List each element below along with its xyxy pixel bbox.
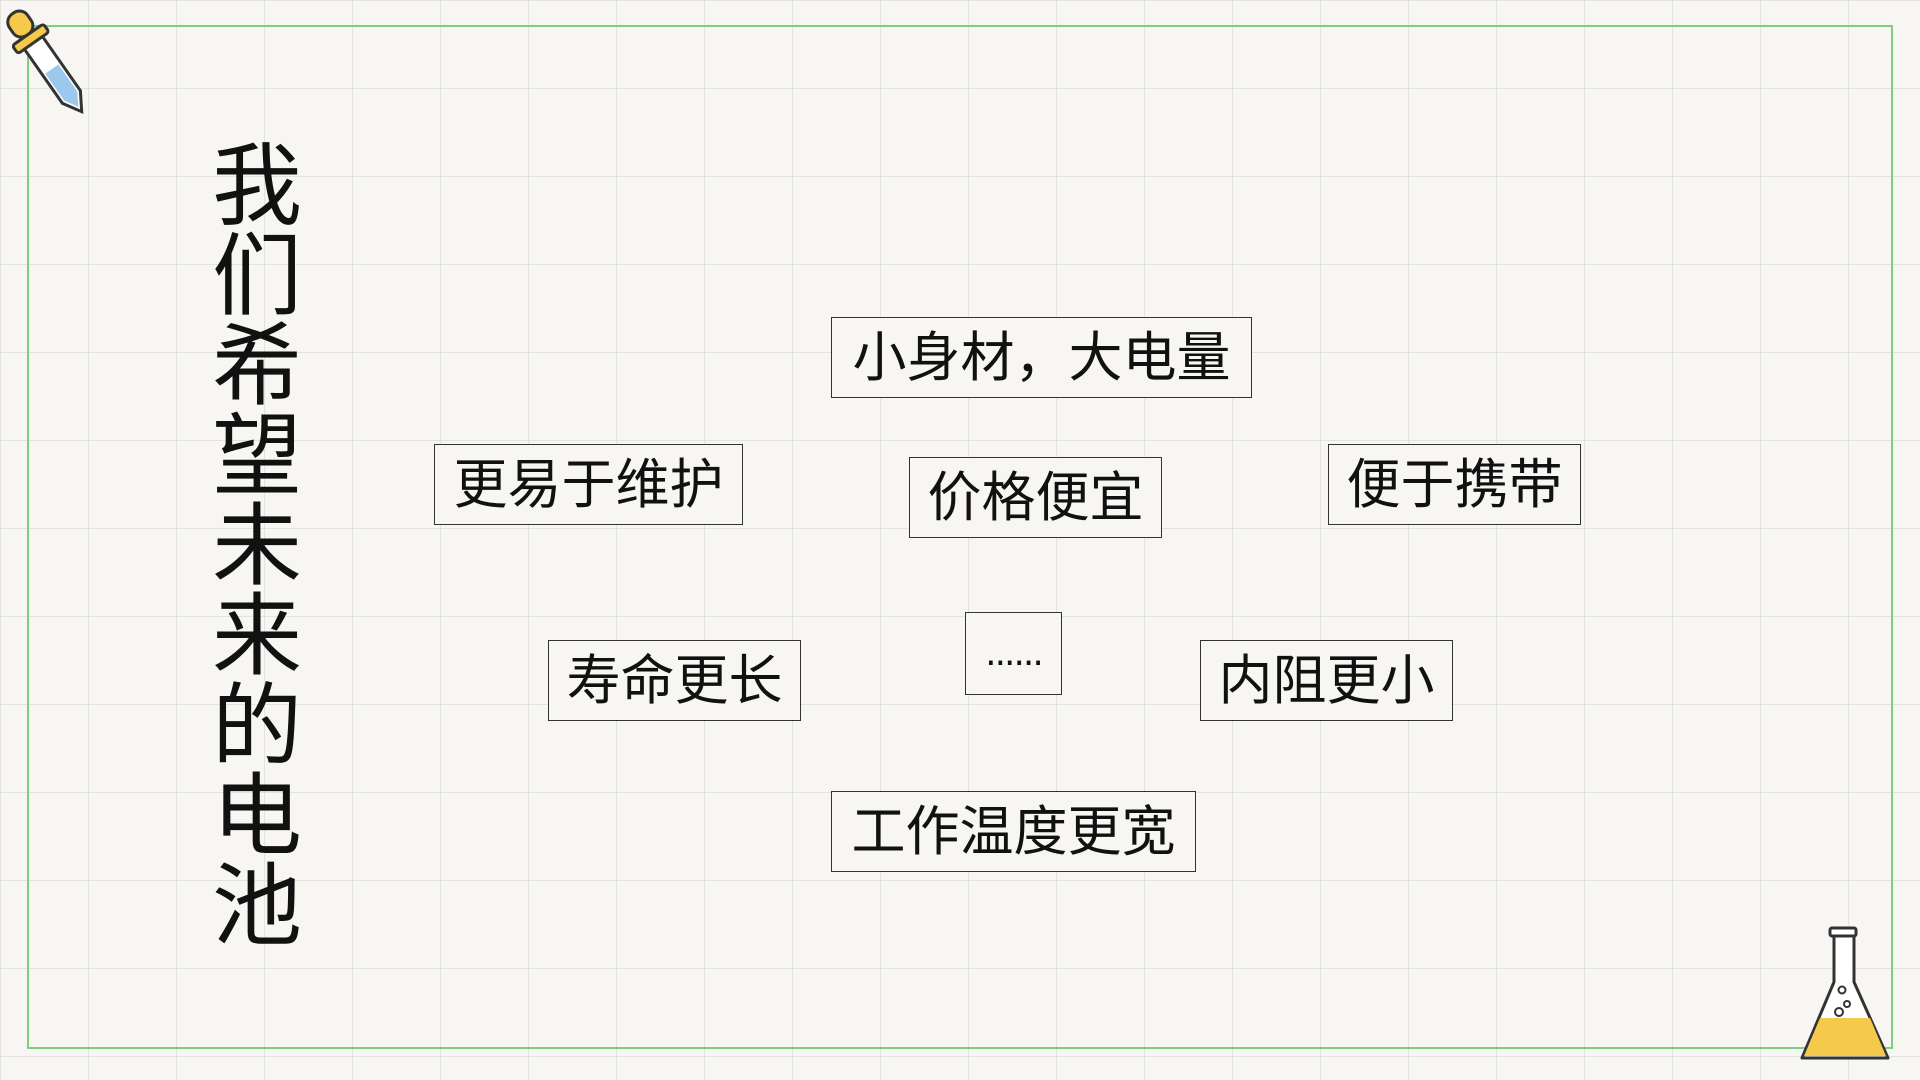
keyword-size-capacity: 小身材，大电量 [831, 317, 1252, 398]
dropper-icon [6, 9, 84, 115]
keyword-maintenance: 更易于维护 [434, 444, 743, 525]
slide-title: 我们希望未来的电池 [196, 138, 301, 948]
keyword-resistance: 内阻更小 [1200, 640, 1453, 721]
keyword-lifespan: 寿命更长 [548, 640, 801, 721]
keyword-portable: 便于携带 [1328, 444, 1581, 525]
keyword-more: ...... [965, 612, 1062, 695]
slide-frame [27, 25, 1893, 1049]
flask-icon [1800, 926, 1890, 1060]
keyword-temperature: 工作温度更宽 [831, 791, 1196, 872]
keyword-price: 价格便宜 [909, 457, 1162, 538]
